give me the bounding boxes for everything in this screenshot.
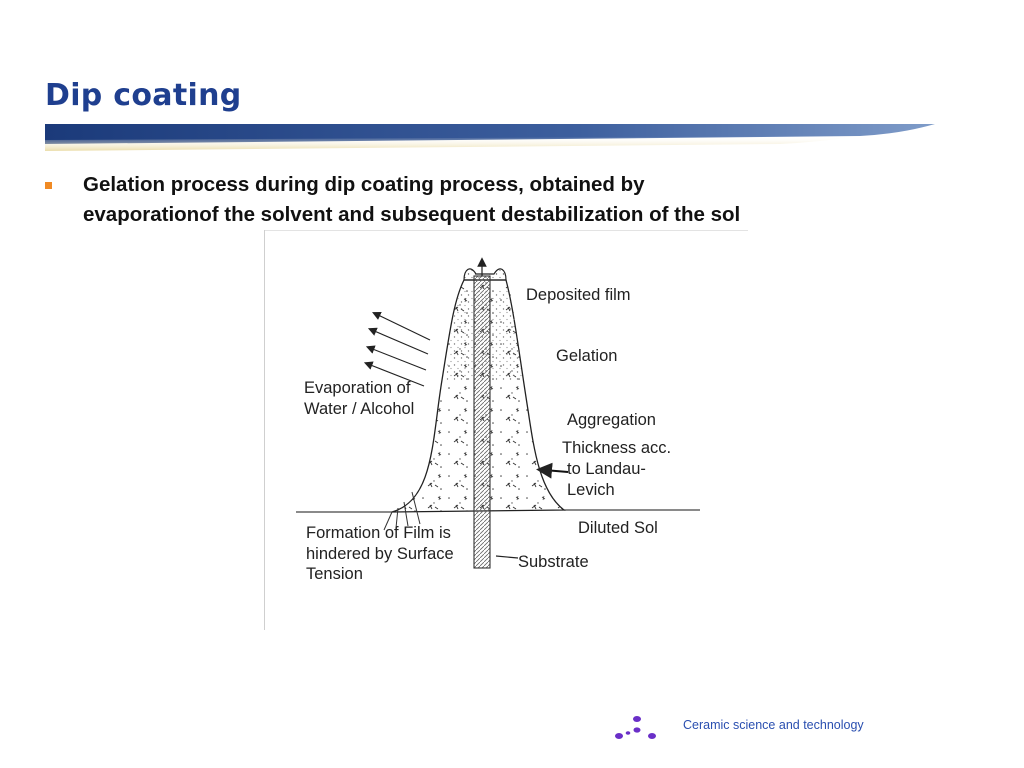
label-evaporation-line1: Evaporation of	[304, 379, 411, 397]
label-evaporation-line2: Water / Alcohol	[304, 400, 414, 418]
thickness-arrow	[536, 462, 569, 479]
bullet-marker-icon	[45, 182, 52, 189]
evaporation-arrow-1	[372, 311, 431, 341]
substrate-plate	[473, 275, 491, 569]
diagram-frame-left	[264, 230, 265, 630]
diagram-frame-top	[264, 230, 748, 231]
label-formation-line2: hindered by Surface	[306, 545, 454, 563]
surface-tension-line-2	[395, 507, 399, 529]
label-diluted-sol: Diluted Sol	[578, 519, 658, 537]
label-thickness-line3: Levich	[567, 481, 615, 499]
slide-title: Dip coating	[45, 78, 242, 113]
label-thickness-line2: to Landau-	[567, 460, 646, 478]
surface-tension-line-1	[383, 511, 393, 531]
dip-coating-diagram: Deposited film Gelation Evaporation of W…	[296, 257, 700, 583]
label-thickness-line1: Thickness acc.	[562, 439, 671, 457]
label-substrate: Substrate	[518, 553, 589, 571]
molecule-logo-icon	[615, 716, 656, 739]
label-deposited-film: Deposited film	[526, 286, 631, 304]
bullet-line-2: evaporationof the solvent and subsequent…	[83, 203, 741, 226]
evaporation-arrow-4	[363, 361, 425, 387]
footer-course-title: Ceramic science and technology	[683, 718, 864, 732]
label-gelation: Gelation	[556, 347, 617, 365]
label-formation-line1: Formation of Film is	[306, 524, 451, 542]
label-aggregation: Aggregation	[567, 411, 656, 429]
title-underline-swoosh	[45, 124, 935, 151]
label-formation-line3: Tension	[306, 565, 363, 583]
evaporation-arrow-3	[365, 345, 427, 371]
bullet-line-1: Gelation process during dip coating proc…	[83, 173, 645, 196]
substrate-pointer	[495, 555, 519, 559]
evaporation-arrow-2	[367, 327, 429, 355]
surface-tension-line-4	[411, 491, 421, 525]
bullet-item: Gelation process during dip coating proc…	[83, 170, 943, 230]
surface-tension-line-3	[403, 501, 409, 527]
